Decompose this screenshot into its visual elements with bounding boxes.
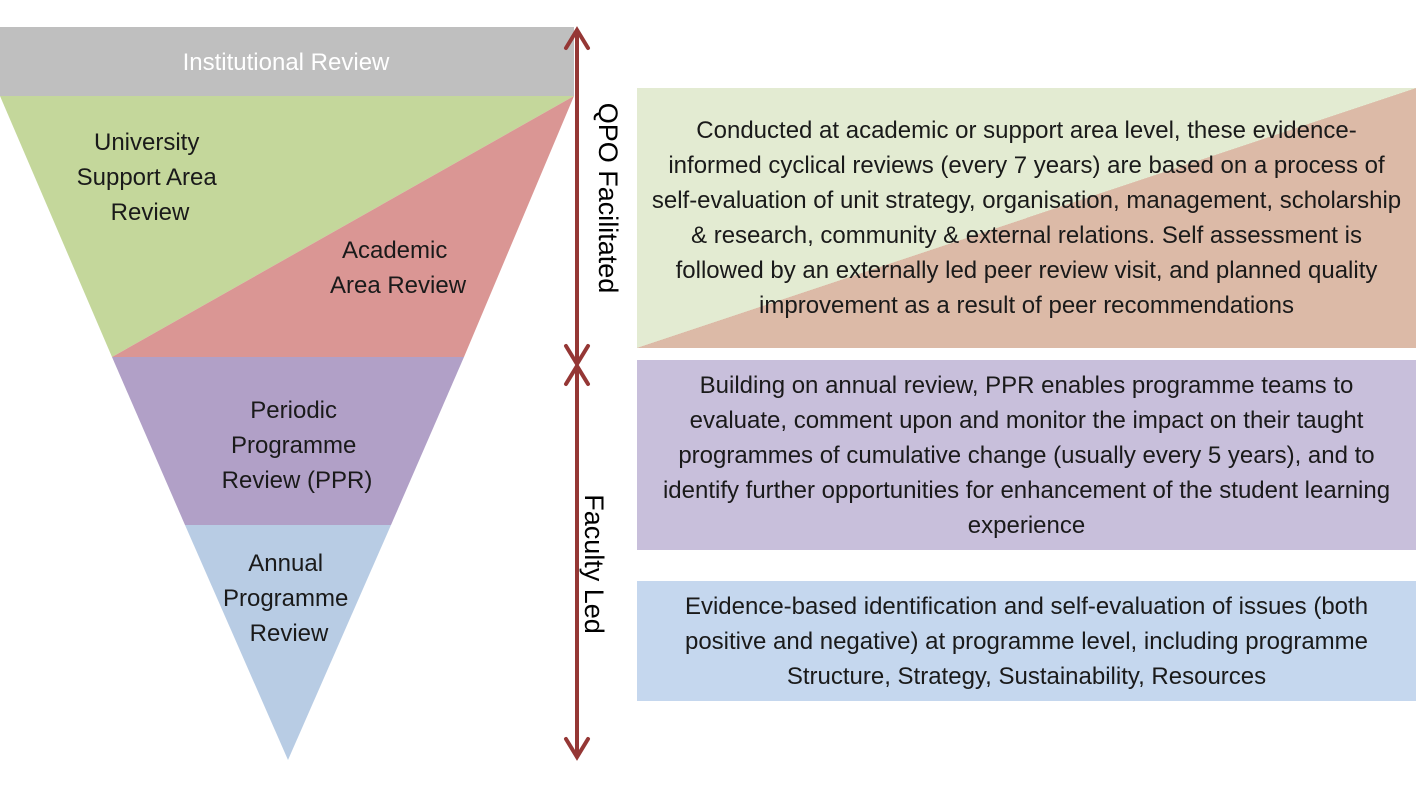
qpo-facilitated-label: QPO Facilitated: [593, 103, 623, 294]
ppr-description-box: Building on annual review, PPR enables p…: [637, 360, 1416, 550]
faculty-led-label: Faculty Led: [579, 494, 609, 634]
support-area-review-label: University Support Area Review: [77, 129, 224, 226]
apr-shape: [185, 525, 391, 760]
academic-area-review-shape: [112, 96, 574, 357]
ppr-label: Periodic Programme Review (PPR): [222, 397, 373, 494]
faculty-led-arrow: [564, 362, 590, 761]
institutional-review-label: Institutional Review: [183, 49, 390, 76]
apr-description: Evidence-based identification and self-e…: [684, 592, 1369, 690]
area-review-description: Conducted at academic or support area le…: [651, 117, 1402, 319]
ppr-shape: [112, 357, 464, 525]
support-area-review-shape: [0, 96, 574, 357]
apr-label: Annual Programme Review: [223, 550, 355, 647]
apr-description-box: Evidence-based identification and self-e…: [637, 581, 1416, 701]
academic-area-review-label: Academic Area Review: [330, 237, 467, 299]
ppr-description: Building on annual review, PPR enables p…: [662, 371, 1391, 539]
area-review-description-box: Conducted at academic or support area le…: [637, 88, 1416, 348]
institutional-review-bar: [0, 27, 574, 96]
